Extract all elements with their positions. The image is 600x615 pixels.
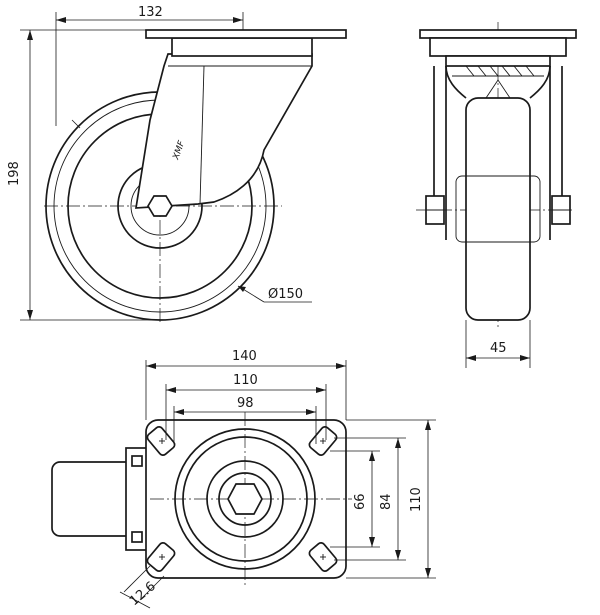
swivel-bearing-inner [182, 436, 308, 562]
swivel-bearing-front [445, 55, 551, 67]
dim-66-arrow-top [369, 451, 375, 461]
dim-84-label: 84 [379, 493, 394, 510]
dim-12-6-extension-b [139, 575, 165, 601]
dim-98-arrow-right [306, 409, 316, 415]
dim-140-arrow-right [336, 363, 346, 369]
dim-132-label: 132 [138, 5, 163, 20]
dim-140-label: 140 [232, 349, 257, 364]
top-view: 140 110 98 66 84 110 [51, 349, 436, 609]
dim-132-arrow-right [233, 17, 243, 23]
dim-198-arrow-top [27, 30, 33, 40]
dim-45-arrow-left [466, 355, 476, 361]
dim-66-arrow-bottom [369, 537, 375, 547]
side-view: XMF 198 132 Ø150 [7, 5, 347, 322]
dim-110-label: 110 [233, 373, 258, 388]
swivel-bearing-outer [174, 428, 316, 570]
mounting-plate-front [419, 29, 577, 39]
dim-diameter-label: Ø150 [268, 287, 303, 302]
fork-arm [134, 53, 313, 209]
dim-198-arrow-bottom [27, 310, 33, 320]
dim-66-label: 66 [353, 493, 368, 510]
axle-nut [147, 195, 173, 217]
king-pin-nut [227, 483, 263, 515]
bearing-spring [485, 79, 511, 99]
dim-110-arrow-left [166, 387, 176, 393]
king-pin-ring [206, 460, 284, 538]
dim-198-label: 198 [7, 161, 22, 186]
tire-tick [71, 119, 81, 129]
mounting-slot-bottom-left [146, 542, 176, 572]
dim-110-side-arrow-top [425, 420, 431, 430]
dim-45-arrow-right [520, 355, 530, 361]
dim-132-arrow-left [56, 17, 66, 23]
dim-84-arrow-bottom [395, 550, 401, 560]
dim-12-6-line [119, 591, 151, 609]
dim-45-label: 45 [490, 341, 507, 356]
fork-leg-right [549, 66, 563, 240]
mounting-plate-side [145, 29, 347, 39]
mounting-slot-bottom-right [308, 542, 338, 572]
bearing-balls [465, 65, 535, 77]
fork-curve [445, 65, 551, 99]
dim-12-6-extension-a [123, 565, 151, 593]
fork-arm-edge [199, 65, 205, 205]
mounting-slot-top-left [146, 426, 176, 456]
hub-front [455, 175, 541, 243]
swivel-housing-front [429, 37, 567, 57]
wheel-front [465, 97, 531, 321]
dim-84-arrow-top [395, 438, 401, 448]
dim-110-side-arrow-bottom [425, 568, 431, 578]
dim-110-side-label: 110 [409, 487, 424, 512]
swivel-housing [171, 37, 313, 57]
fork-leg-left [433, 66, 447, 240]
fork-nut-top [131, 455, 143, 467]
dim-110-arrow-right [316, 387, 326, 393]
dim-98-label: 98 [237, 396, 254, 411]
king-pin-washer [218, 472, 272, 526]
front-view: 45 [416, 22, 577, 368]
dim-140-arrow-left [146, 363, 156, 369]
dim-98-arrow-left [174, 409, 184, 415]
fork-nut-bottom [131, 531, 143, 543]
dim-diameter-arrow [238, 286, 246, 292]
